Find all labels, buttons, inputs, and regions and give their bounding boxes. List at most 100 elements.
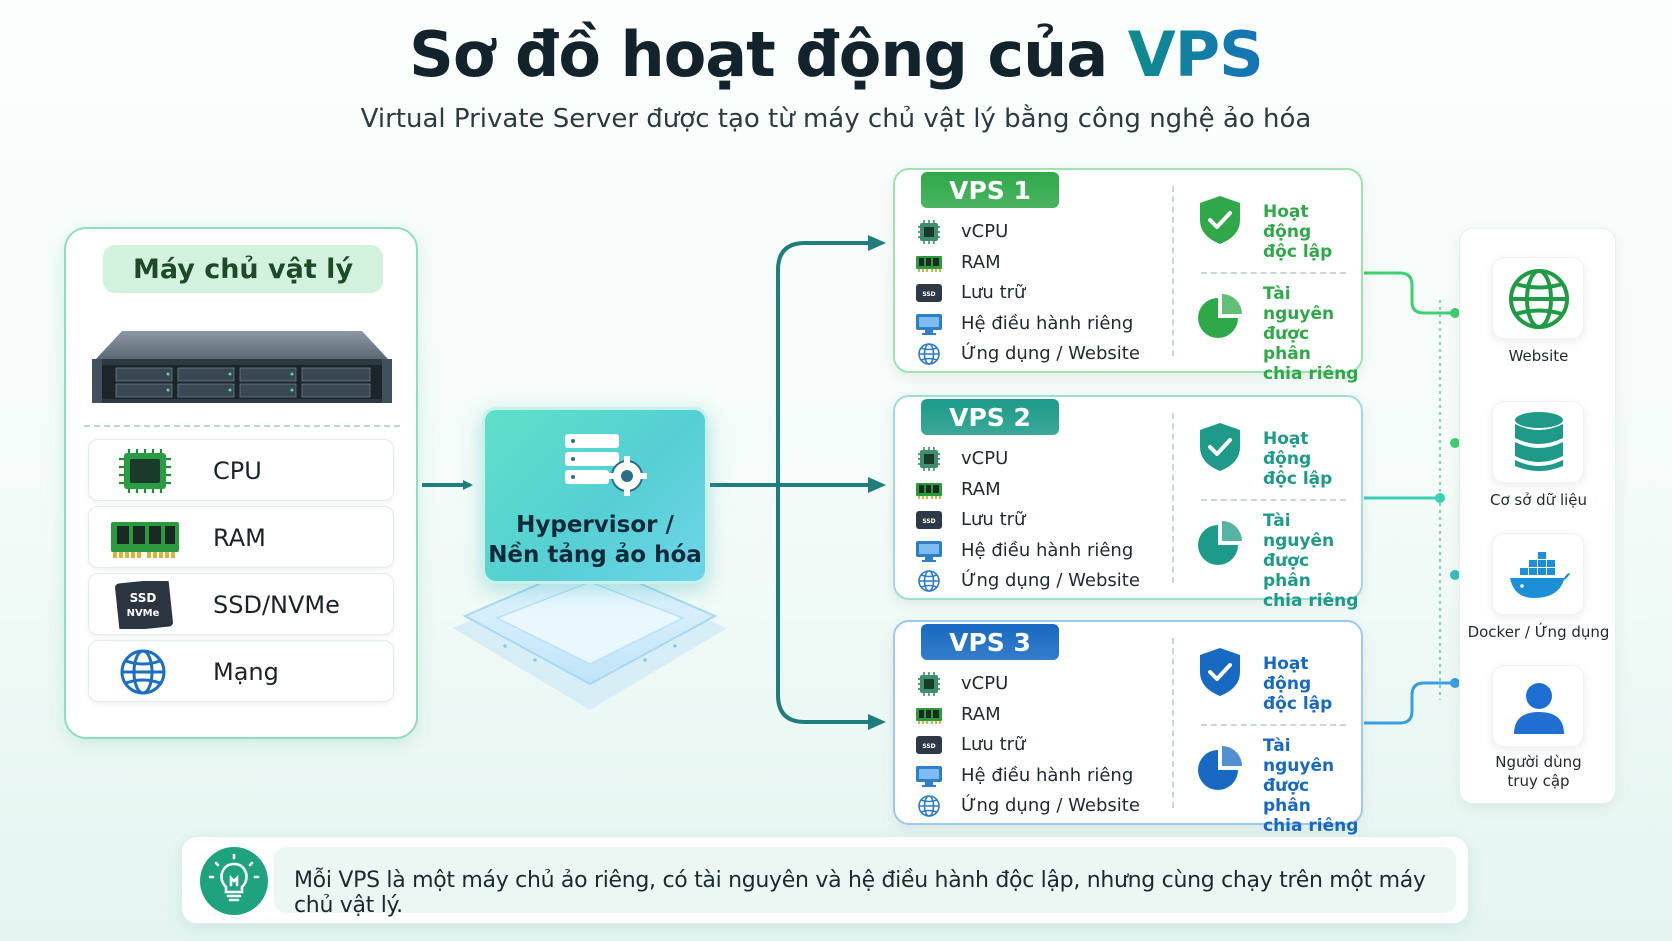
hypervisor-label: Hypervisor / Nền tảng ảo hóa	[485, 510, 705, 570]
physical-server-panel: Máy chủ vật lý CPU	[64, 227, 418, 739]
feature-resource-line1: Tài nguyên	[1263, 736, 1335, 776]
vps-resource-label: Ứng dụng / Website	[961, 795, 1140, 816]
title-accent-text: VPS	[1127, 18, 1264, 91]
hw-row-network: Mạng	[88, 640, 394, 702]
vps-resource-label: RAM	[961, 251, 1001, 273]
hw-label-network: Mạng	[213, 658, 279, 686]
page-subtitle: Virtual Private Server được tạo từ máy c…	[360, 104, 1312, 134]
ssd-icon-text: SSD	[130, 591, 157, 605]
vps-vertical-divider	[1172, 186, 1174, 356]
vps-resource-label: Lưu trữ	[961, 509, 1026, 530]
target-user-label: Người dùng truy cập	[1460, 753, 1617, 791]
vps-horizontal-divider	[1201, 272, 1346, 274]
vps-resource-item: Hệ điều hành riêng	[915, 762, 1155, 792]
vps-resource-item: vCPU	[915, 445, 1155, 475]
feature-resource-line3: chia riêng	[1263, 591, 1359, 611]
hw-label-ram: RAM	[213, 524, 266, 552]
vps-resource-label: Ứng dụng / Website	[961, 343, 1140, 364]
target-user-label-line1: Người dùng	[1495, 753, 1582, 771]
target-user-label-line2: truy cập	[1507, 772, 1570, 790]
feature-resource-line1: Tài nguyên	[1263, 511, 1335, 551]
feature-resource-line1: Tài nguyên	[1263, 284, 1335, 324]
note-inner	[274, 847, 1456, 913]
pie-chart-icon	[1198, 294, 1242, 338]
feature-resource-text: Tài nguyên được phân chia riêng	[1263, 284, 1361, 384]
vps-resource-label: RAM	[961, 703, 1001, 725]
vps-resource-label: vCPU	[961, 221, 1009, 242]
vps-resource-label: RAM	[961, 478, 1001, 500]
target-user	[1492, 665, 1584, 747]
lightbulb-icon	[200, 847, 268, 915]
target-website	[1492, 257, 1584, 339]
user-icon	[1514, 683, 1564, 734]
vps-vertical-divider	[1172, 413, 1174, 583]
vps-badge: VPS 2	[921, 399, 1059, 435]
hw-label-ssd: SSD/NVMe	[213, 591, 340, 619]
vps-resource-item: RAM	[915, 701, 1155, 731]
vps-resource-item: RAM	[915, 249, 1155, 279]
vps3-to-target-line	[1364, 681, 1455, 725]
feature-resource-text: Tài nguyên được phân chia riêng	[1263, 736, 1361, 836]
hypervisor-platform-base	[453, 560, 727, 710]
physical-divider	[84, 425, 400, 427]
vps-card-2: VPS 2 vCPU RAM SSD Lưu trữ Hệ điều hành riêng…	[893, 395, 1363, 611]
ssd-icon-label: SSD	[922, 291, 935, 298]
hw-label-cpu: CPU	[213, 457, 262, 485]
vps1-to-target-line	[1364, 271, 1455, 315]
cpu-chip-icon	[119, 449, 171, 493]
physical-server-title: Máy chủ vật lý	[103, 245, 383, 293]
feature-resource-line2: được phân	[1263, 551, 1311, 591]
hypervisor-label-line2: Nền tảng ảo hóa	[488, 542, 702, 568]
feature-independent-line2: độc lập	[1263, 242, 1333, 262]
vps-resource-item: Ứng dụng / Website	[915, 340, 1155, 370]
ssd-icon-label: SSD	[922, 518, 935, 525]
vps-resource-item: vCPU	[915, 218, 1155, 248]
vps-resource-item: Hệ điều hành riêng	[915, 537, 1155, 567]
hw-row-ram: RAM	[88, 506, 394, 568]
vps-resource-label: Lưu trữ	[961, 282, 1026, 303]
vps-resource-label: vCPU	[961, 673, 1009, 694]
note-text: Mỗi VPS là một máy chủ ảo riêng, có tài …	[294, 868, 1426, 918]
vps-resource-item: SSD Lưu trữ	[915, 506, 1155, 536]
vps-resource-label: Lưu trữ	[961, 734, 1026, 755]
feature-resource-line3: chia riêng	[1263, 364, 1359, 384]
vps-resource-item: vCPU	[915, 670, 1155, 700]
vps-resource-label: Hệ điều hành riêng	[961, 764, 1134, 786]
target-panel: Website Cơ sở dữ liệu Docker / Ứng dụng	[1459, 228, 1616, 804]
server-gear-icon	[565, 434, 647, 496]
target-database-label: Cơ sở dữ liệu	[1489, 491, 1588, 509]
ssd-icon-label: SSD	[922, 743, 935, 750]
feature-independent-text: Hoạt động độc lập	[1263, 654, 1361, 714]
feature-resource-line3: chia riêng	[1263, 816, 1359, 836]
pie-chart-icon	[1198, 746, 1242, 790]
vps-resource-item: Hệ điều hành riêng	[915, 310, 1155, 340]
vps-resource-label: Hệ điều hành riêng	[961, 539, 1134, 561]
globe-website-icon	[1509, 269, 1569, 329]
feature-independent-line1: Hoạt động	[1263, 429, 1312, 469]
feature-independent-line1: Hoạt động	[1263, 202, 1312, 242]
title-main-text: Sơ đồ hoạt động của	[409, 18, 1128, 91]
hypervisor-to-vps-branches	[710, 241, 880, 724]
hw-row-ssd: SSD NVMe SSD/NVMe	[88, 573, 394, 635]
vps-resource-item: SSD Lưu trữ	[915, 731, 1155, 761]
shield-check-icon	[1200, 648, 1240, 696]
hypervisor-label-line1: Hypervisor /	[516, 512, 674, 538]
feature-resource-line2: được phân	[1263, 324, 1311, 364]
vps-resource-item: Ứng dụng / Website	[915, 792, 1155, 822]
vps-resource-label: vCPU	[961, 448, 1009, 469]
target-docker-label: Docker / Ứng dụng	[1467, 623, 1610, 641]
feature-independent-line2: độc lập	[1263, 469, 1333, 489]
vps-resource-item: SSD Lưu trữ	[915, 279, 1155, 309]
feature-resource-line2: được phân	[1263, 776, 1311, 816]
vps-horizontal-divider	[1201, 724, 1346, 726]
note-bar: Mỗi VPS là một máy chủ ảo riêng, có tài …	[181, 836, 1469, 924]
nvme-icon-text: NVMe	[127, 608, 160, 619]
vps-resource-item: Ứng dụng / Website	[915, 567, 1155, 597]
vps-vertical-divider	[1172, 638, 1174, 808]
vps-badge: VPS 1	[921, 172, 1059, 208]
shield-check-icon	[1200, 423, 1240, 471]
feature-independent-line2: độc lập	[1263, 694, 1333, 714]
rack-server-image	[92, 331, 392, 403]
